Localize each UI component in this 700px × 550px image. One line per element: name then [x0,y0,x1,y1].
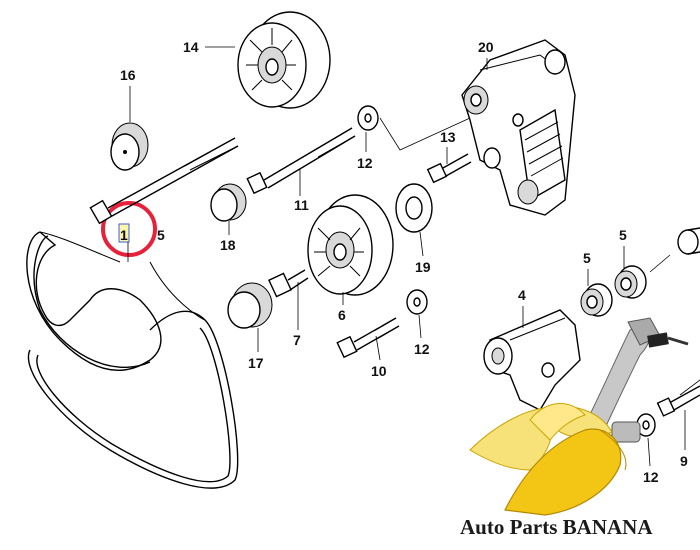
long-bolt [89,137,239,225]
bolt-7 [268,269,309,298]
banana-body [504,428,622,516]
bracket-4 [483,309,581,411]
callout-7: 7 [293,332,301,348]
bolt-9 [656,385,700,417]
pulley-16 [110,122,149,171]
callout-17: 17 [248,355,264,371]
callout-13: 13 [440,129,456,145]
callout-9: 9 [680,453,688,469]
banana-logo [469,317,689,516]
callout-1: 1 [120,227,128,243]
washer-19 [395,183,433,233]
callout-4: 4 [518,287,526,303]
brand-text: Auto Parts BANANA [460,515,653,539]
callout-10: 10 [371,363,387,379]
bolt-10 [336,317,400,359]
callout-12-bottom: 12 [643,469,659,485]
callout-5-center: 5 [583,250,591,266]
cap-17 [227,282,273,329]
callout-14: 14 [183,39,199,55]
sleeve-right-edge [677,227,700,255]
callout-20: 20 [478,39,494,55]
bolt-13 [426,153,472,184]
bushing-5-center [580,283,613,317]
callout-16: 16 [120,67,136,83]
idler-pulley-14 [237,11,331,109]
washer-12-top [357,105,379,131]
callout-11: 11 [294,197,309,213]
washer-12-middle [406,289,428,315]
callout-5-right: 5 [619,227,627,243]
highlight-circle [101,201,157,257]
callout-12-middle: 12 [414,341,430,357]
bolt-11 [246,127,356,195]
callout-19: 19 [415,259,431,275]
callout-5-left: 5 [157,227,165,243]
washer-12-bottom [636,413,656,437]
pulley-6 [307,194,394,296]
callout-6: 6 [338,307,346,323]
drive-belt [26,231,239,489]
bushing-5-right [614,265,647,299]
highlight-box [118,223,130,243]
callout-18: 18 [220,237,236,253]
callout-12-top: 12 [357,155,373,171]
tensioner-20 [461,39,576,216]
cap-18 [210,183,247,222]
